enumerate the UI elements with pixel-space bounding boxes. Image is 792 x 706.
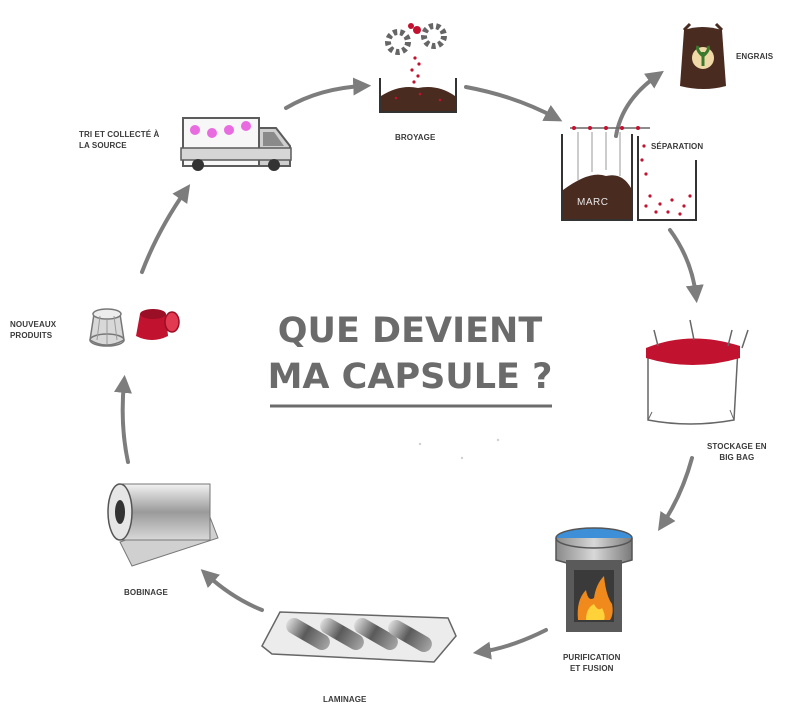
label-separation: SÉPARATION [651, 142, 704, 151]
arrow-separation-to-stockage [668, 228, 704, 304]
capsule-icon [89, 308, 125, 347]
diagram-title-line1: QUE DEVIENT [277, 311, 543, 351]
label-nouveaux: NOUVEAUX PRODUITS [10, 319, 56, 341]
big-bag-icon [646, 319, 749, 425]
arrow-nouveaux-to-tri [140, 184, 191, 274]
fertilizer-bag-icon [680, 22, 726, 89]
grinder-icon [379, 23, 457, 113]
label-marc: MARC [577, 197, 609, 208]
separation-tanks-icon [561, 126, 697, 221]
label-tri-line1: TRI ET COLLECTÉ À [79, 130, 160, 139]
aluminium-roll-icon [107, 483, 219, 567]
furnace-icon [555, 527, 633, 632]
truck-icon [180, 117, 292, 171]
rolling-mill-icon [261, 611, 457, 663]
arrow-bobinage-to-nouveaux [114, 374, 132, 464]
label-nouveaux-line1: NOUVEAUX [10, 320, 57, 329]
label-tri-line2: LA SOURCE [79, 141, 127, 150]
label-broyage: BROYAGE [395, 133, 436, 142]
arrow-purification-to-laminage [472, 628, 548, 660]
gear-icon [385, 29, 411, 55]
cycle-arrows [114, 70, 704, 660]
capsule-icon [136, 309, 180, 340]
label-nouveaux-line2: PRODUITS [10, 331, 53, 340]
label-laminage: LAMINAGE [323, 695, 367, 704]
label-engrais: ENGRAIS [736, 52, 774, 61]
label-purification-line2: ET FUSION [569, 664, 614, 673]
arrow-to-engrais [614, 70, 664, 138]
gear-icon [421, 23, 447, 49]
label-stockage: STOCKAGE EN BIG BAG [707, 441, 767, 463]
label-stockage-line1: STOCKAGE EN [707, 442, 767, 451]
label-bobinage: BOBINAGE [124, 588, 168, 597]
diagram-title-line2: MA CAPSULE ? [267, 357, 553, 397]
label-purification-line1: PURIFICATION [563, 653, 621, 662]
label-stockage-line2: BIG BAG [719, 453, 755, 462]
arrow-laminage-to-bobinage [200, 569, 264, 612]
arrow-tri-to-broyage [284, 77, 372, 110]
decorative-dots [418, 438, 500, 460]
arrow-broyage-to-separation [464, 85, 563, 122]
label-tri: TRI ET COLLECTÉ À LA SOURCE [79, 129, 189, 151]
arrow-stockage-to-purification [658, 456, 694, 531]
label-purification: PURIFICATION ET FUSION [563, 652, 621, 674]
